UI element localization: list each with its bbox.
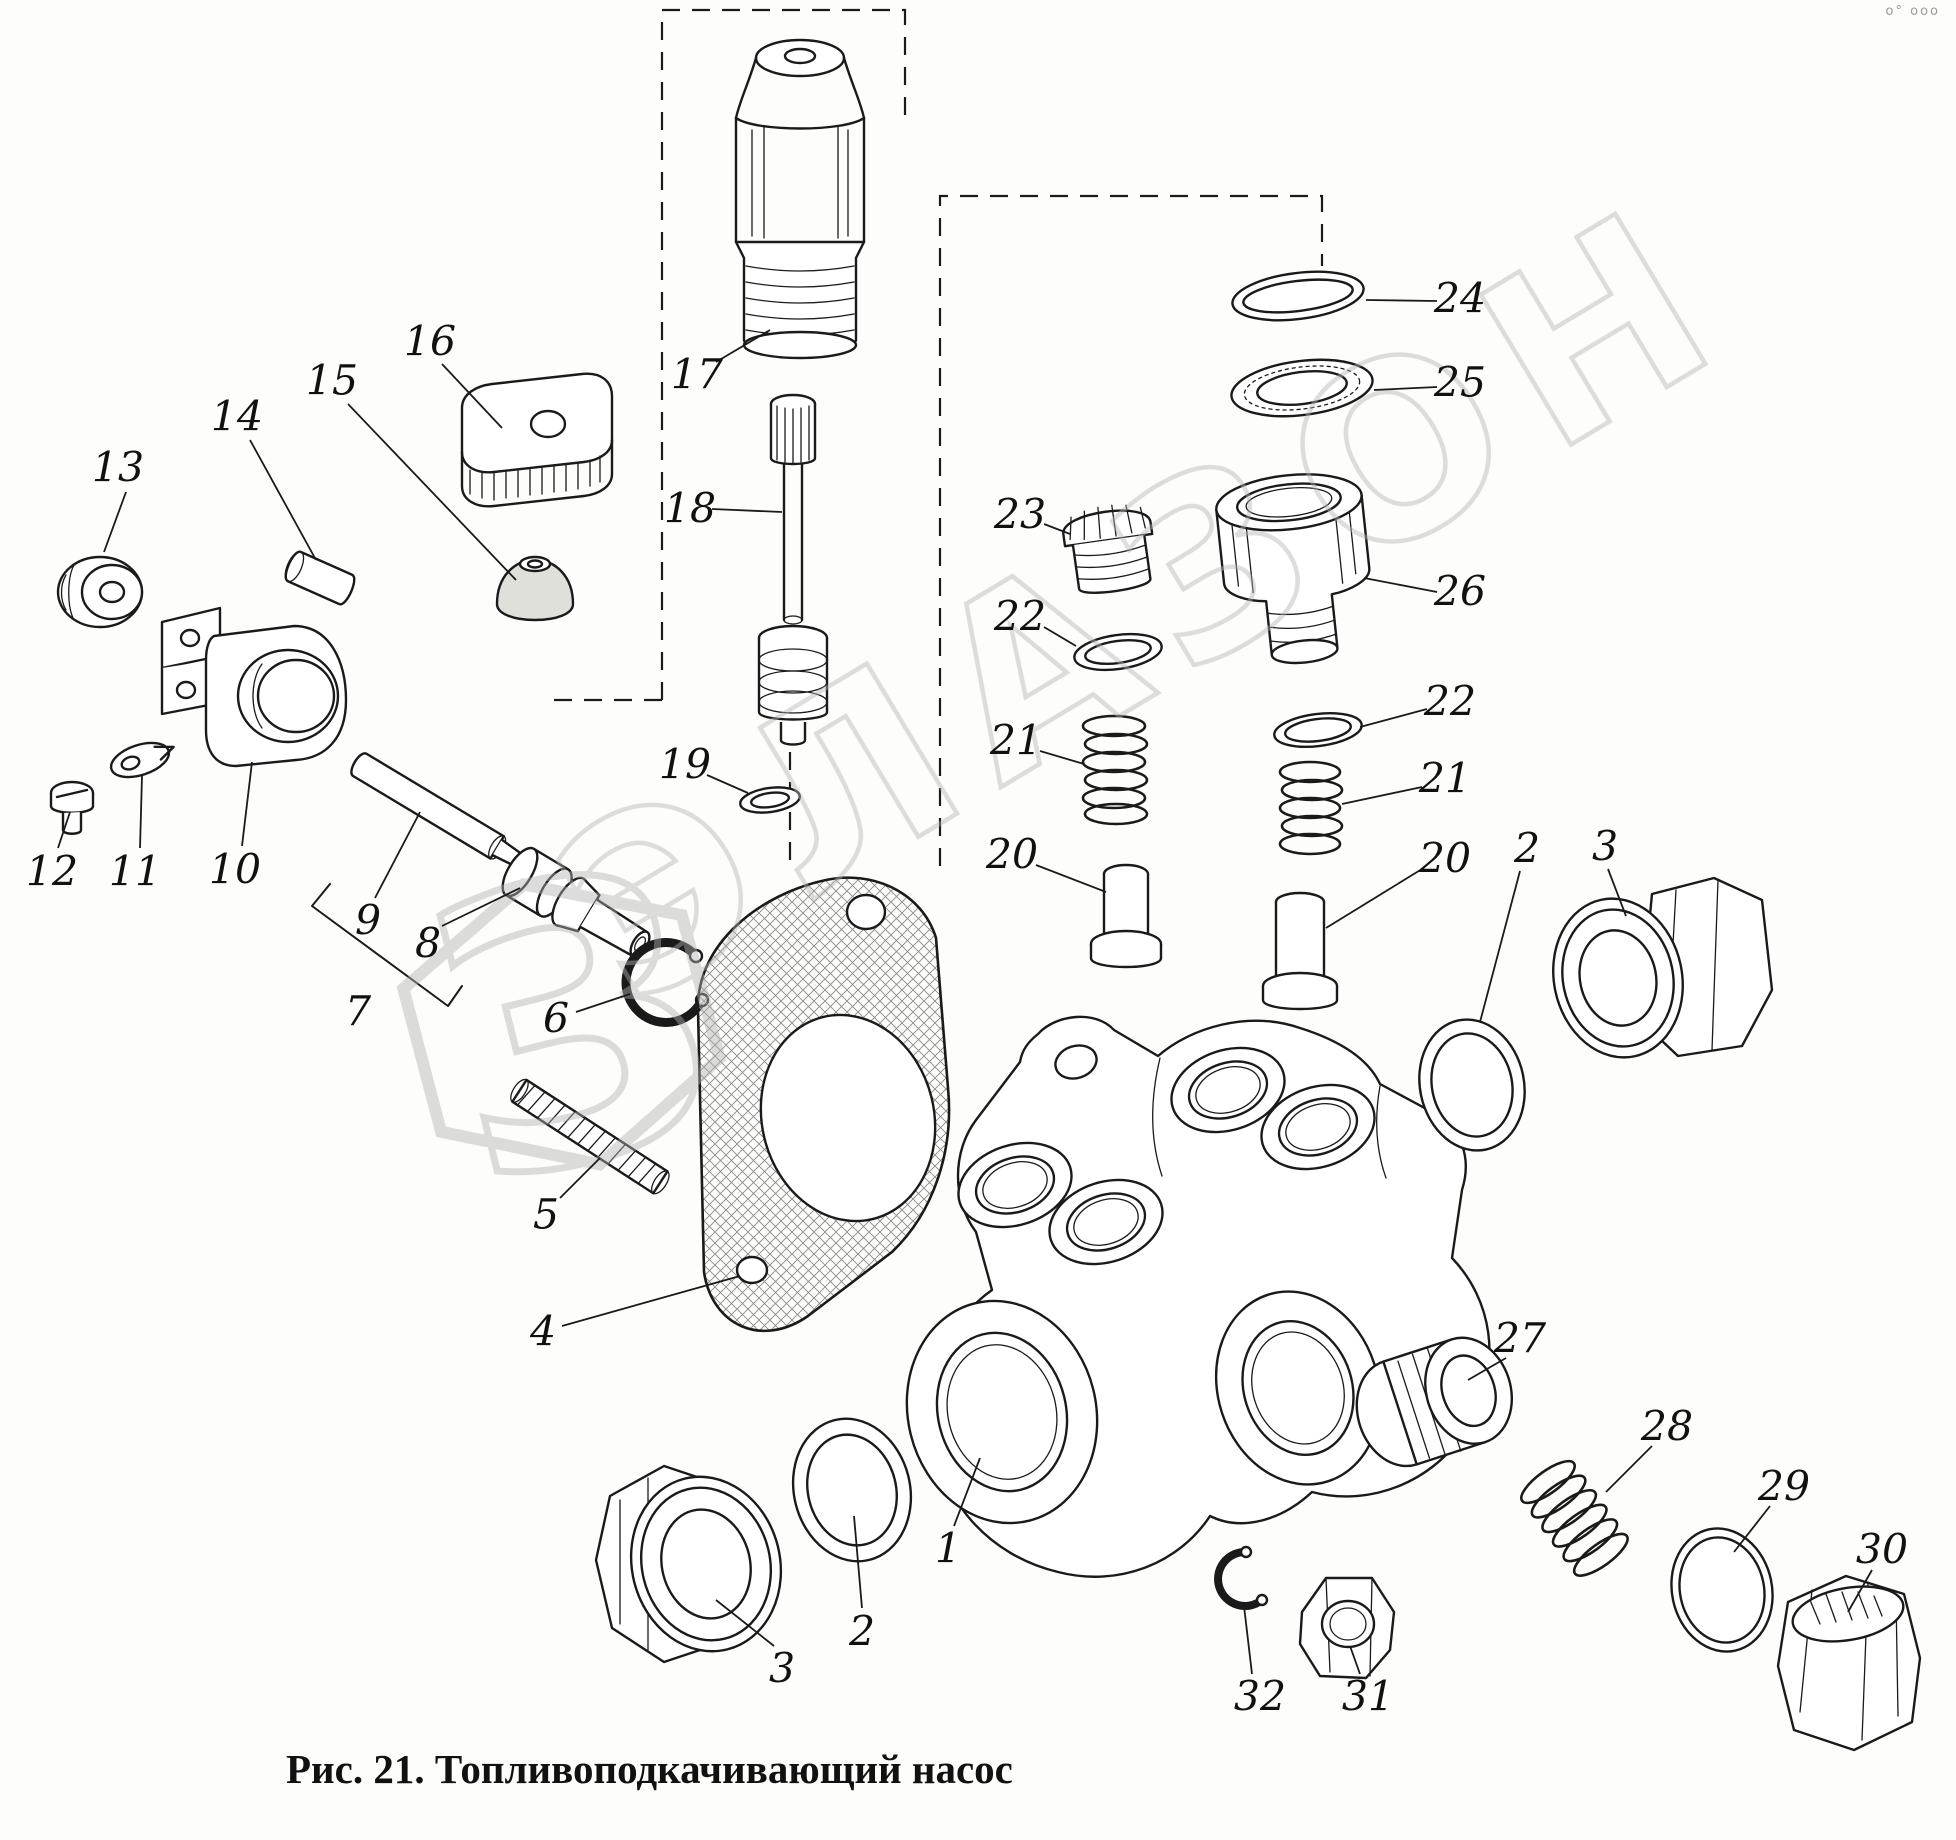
leader-line-20l [1035,864,1107,893]
leader-line-16 [441,363,503,429]
part-31-nut [1298,1576,1396,1680]
leader-line-1 [953,1457,981,1527]
leader-line-21r [1341,786,1423,805]
leader-line-3t [1607,868,1627,917]
part-21-spring-right [1278,760,1344,856]
corner-mark: о° ооо [1885,4,1940,19]
part-11-lock-washer [109,741,175,779]
part-10-clevis-body [160,606,348,768]
leader-line-25 [1373,386,1438,391]
leader-line-6 [575,993,631,1013]
part-5-stud [510,1078,670,1195]
leader-line-13 [103,491,127,553]
watermark-hexagon [396,878,727,1171]
leader-line-8 [441,887,521,927]
part-13-bushing [56,555,144,629]
part-4-gasket [696,876,951,1333]
part-25-washer [1230,358,1374,418]
leader-line-27 [1467,1357,1507,1381]
leader-line-17 [715,329,771,363]
part-14-pin [284,550,356,606]
leader-line-29 [1733,1505,1771,1553]
leader-line-15 [347,403,517,581]
leader-line-10 [241,761,253,847]
part-19-washer [739,786,801,814]
part-8-plunger [501,846,651,958]
figure-caption: Рис. 21. Топливоподкачивающий насос [286,1746,1013,1792]
part-20-tappet-left [1089,863,1163,969]
part-15-seal-cup [495,555,575,622]
leader-line-19 [706,774,749,794]
part-17-primer-plug [734,38,866,360]
part-23-plug [1062,504,1154,594]
leader-line-14 [249,439,317,561]
leader-line-21l [1039,750,1085,765]
leader-line-11 [139,775,143,849]
part-20-tappet-right [1261,891,1339,1011]
part-32-clip [1214,1545,1269,1610]
leader-line-28 [1605,1445,1653,1493]
part-3-plug-top [1552,876,1774,1059]
leader-line-24 [1365,299,1438,302]
leader-line-20r [1325,868,1423,929]
part-27-bushing [1355,1336,1514,1468]
part-22-ring-left [1073,632,1163,672]
leader-line-3b [715,1599,775,1647]
leader-line-26 [1363,577,1438,593]
leader-line-2t [1479,870,1521,1023]
leader-line-5 [559,1157,601,1199]
leader-line-2b [853,1515,863,1609]
leader-line-23 [1043,523,1071,535]
leader-line-32 [1243,1605,1253,1675]
leader-line-18 [711,508,783,513]
part-12-screw [49,780,95,835]
part-2-gasket-ring-top [1418,1018,1526,1152]
leader-line-12 [57,811,71,849]
leader-line-31 [1349,1645,1361,1675]
part-29-washer [1670,1527,1774,1653]
part-21-spring-left [1081,714,1149,826]
part-3-plug-bottom [594,1464,783,1664]
part-26-fitting [1215,473,1371,665]
leader-line-30 [1847,1569,1873,1613]
part-30-plug [1776,1574,1922,1752]
leader-line-4 [561,1275,741,1327]
leader-line-22l [1043,626,1077,647]
part-18-piston-rod [757,393,829,746]
part-16-plate [460,372,614,508]
leader-line-22r [1359,708,1428,728]
part-28-spring [1520,1459,1629,1577]
leader-lines [57,299,1873,1675]
bracket-7 [311,883,463,1007]
part-24-o-ring [1231,270,1365,322]
leader-line-9 [374,811,421,899]
part-22-ring-right [1273,712,1363,748]
part-1-pump-body [905,1015,1491,1578]
part-2-gasket-ring-bottom [791,1417,913,1563]
